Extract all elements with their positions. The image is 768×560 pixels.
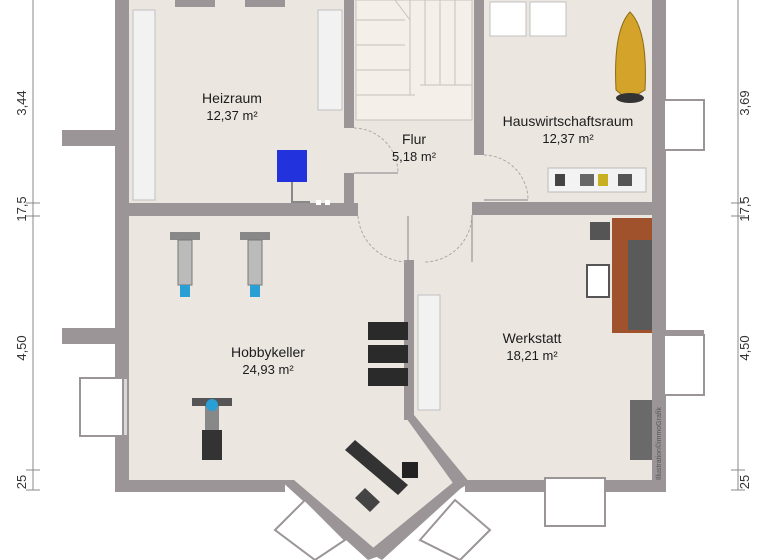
stairs-icon xyxy=(355,0,473,121)
dimension-right-2: 4,50 xyxy=(737,335,752,360)
window-icon xyxy=(79,99,705,560)
dimension-right-1: 17,5 xyxy=(737,196,752,221)
ironing-board-icon xyxy=(615,11,646,103)
room-area-heizraum: 12,37 m² xyxy=(206,108,258,123)
dimension-right-3: 25 xyxy=(737,475,752,489)
dimension-left-0: 3,44 xyxy=(14,90,29,115)
dimension-left-3: 25 xyxy=(14,475,29,489)
room-area-werkstatt: 18,21 m² xyxy=(506,348,558,363)
radiator-icon xyxy=(132,9,441,411)
dimension-lines xyxy=(26,0,745,491)
exercise-bike-icon xyxy=(192,398,232,460)
washing-machine-icon xyxy=(489,1,527,37)
dryer-icon xyxy=(529,1,567,37)
room-name-heizraum: Heizraum xyxy=(202,90,262,106)
workbench-icon xyxy=(590,218,652,333)
room-name-hauswirtschaftsraum: Hauswirtschaftsraum xyxy=(503,113,634,129)
door-swings xyxy=(353,127,529,263)
room-name-hobbykeller: Hobbykeller xyxy=(231,344,305,360)
chair-icon xyxy=(586,264,610,298)
weight-machine-icon xyxy=(170,232,270,297)
room-area-hauswirtschaftsraum: 12,37 m² xyxy=(542,131,594,146)
dimension-left-2: 4,50 xyxy=(14,335,29,360)
dimension-right-0: 3,69 xyxy=(737,90,752,115)
room-name-werkstatt: Werkstatt xyxy=(503,330,562,346)
room-area-flur: 5,18 m² xyxy=(392,149,437,164)
credit-text: Illustration©immoGrafik xyxy=(655,407,663,480)
dimension-left-1: 17,5 xyxy=(14,196,29,221)
dumbbell-rack-icon xyxy=(368,322,408,386)
room-area-hobbykeller: 24,93 m² xyxy=(242,362,294,377)
room-name-flur: Flur xyxy=(402,131,426,147)
shoe-rack-icon xyxy=(547,167,647,193)
cabinet-icon xyxy=(630,400,652,460)
heater-icon xyxy=(277,150,330,205)
weight-bench-icon xyxy=(345,440,418,512)
